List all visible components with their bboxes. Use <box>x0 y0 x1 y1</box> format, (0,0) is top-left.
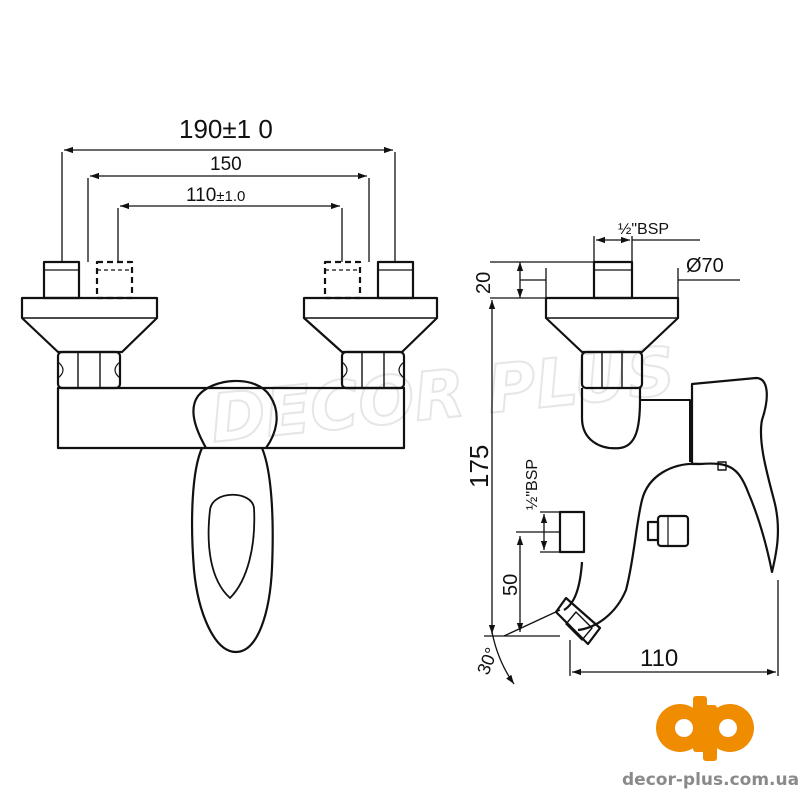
right-escutcheon <box>302 296 439 354</box>
left-hex-nut <box>56 350 122 390</box>
left-escutcheon <box>20 296 159 354</box>
dim-inner-distance: 110±1.0 <box>186 185 245 206</box>
dim-inner-tolerance: ±1.0 <box>216 188 245 205</box>
side-shower-outlet <box>558 510 586 554</box>
dim-inner-value: 110 <box>186 185 216 206</box>
dim-depth-110: 110 <box>640 645 678 672</box>
front-view <box>20 260 439 654</box>
dim-mid-bsp: ½"BSP <box>524 459 541 510</box>
side-aerator <box>554 596 602 646</box>
side-spout <box>577 462 701 632</box>
brand-url: decor-plus.com.ua <box>622 770 799 790</box>
dim-diameter: Ø70 <box>686 255 724 277</box>
side-body <box>580 388 642 450</box>
lever-stem <box>190 447 274 654</box>
mixer-body <box>56 386 406 450</box>
side-inlet-nipple <box>592 260 634 300</box>
front-dimensions <box>61 146 396 262</box>
lever-handle <box>192 379 278 449</box>
dim-center-distance: 150 <box>210 154 242 175</box>
side-hex-nut <box>580 350 644 390</box>
side-diverter-knob <box>646 514 690 548</box>
right-inlet-nipples <box>323 260 415 300</box>
side-lever <box>690 376 780 574</box>
dim-overall-width: 190±1 0 <box>179 114 273 144</box>
dim-height-20: 20 <box>473 272 495 294</box>
side-dimensions <box>484 236 779 685</box>
dim-height-175: 175 <box>464 445 494 488</box>
logo-p-stem <box>703 705 717 761</box>
dim-top-bsp: ½"BSP <box>618 221 669 238</box>
brand-logo <box>656 696 754 761</box>
dim-angle: 30° <box>473 645 502 678</box>
left-inlet-nipples <box>42 260 134 300</box>
dim-height-50: 50 <box>500 574 522 596</box>
side-view <box>544 260 780 646</box>
